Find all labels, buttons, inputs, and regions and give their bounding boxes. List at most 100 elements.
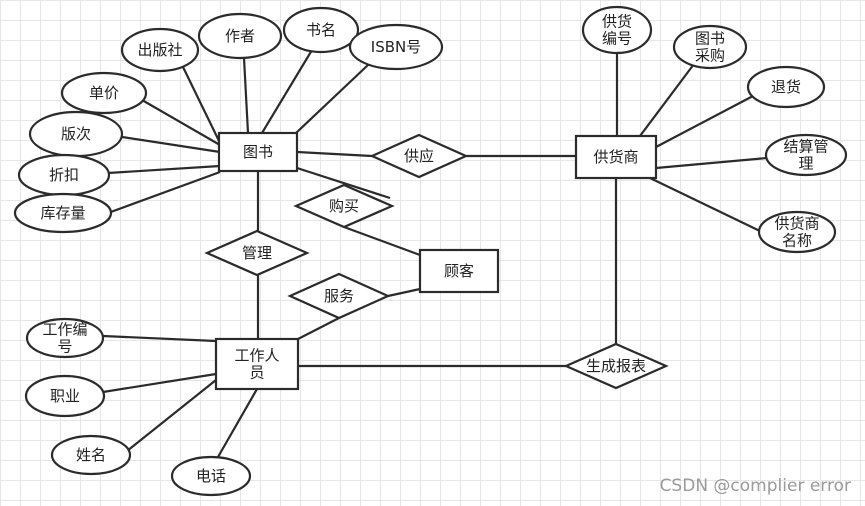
connector-line <box>655 156 768 170</box>
relationship-serve: 服务 <box>287 272 391 320</box>
connector-line <box>107 170 221 215</box>
attribute-supplier-name-label: 名称 <box>782 232 812 250</box>
relationship-serve-label: 服务 <box>324 287 354 305</box>
connector-line <box>387 287 421 298</box>
connector-line <box>655 95 754 148</box>
connector-line <box>649 177 763 233</box>
connector-lines <box>102 49 768 458</box>
attribute-staff-id-shape <box>25 317 105 359</box>
attribute-discount: 折扣 <box>17 153 111 197</box>
connector-line <box>296 166 391 200</box>
entity-supplier-label: 供货商 <box>593 148 638 166</box>
connector-line <box>217 388 258 458</box>
connector-line <box>242 57 250 134</box>
relationship-buy: 购买 <box>293 183 395 229</box>
connector-line <box>141 99 221 146</box>
attribute-phone-shape <box>170 455 252 497</box>
attribute-stock-label: 库存量 <box>40 204 85 222</box>
attribute-purchase-label: 采购 <box>695 47 725 65</box>
attribute-name: 姓名 <box>50 434 132 476</box>
attribute-price: 单价 <box>60 71 148 115</box>
attribute-edition: 版次 <box>28 110 124 158</box>
relationship-manage: 管理 <box>204 229 310 277</box>
attribute-title-shape <box>282 6 360 54</box>
entity-book-shape <box>217 131 299 173</box>
relationship-supply-shape <box>369 133 469 179</box>
attribute-return: 退货 <box>746 65 826 109</box>
attribute-discount-label: 折扣 <box>49 166 79 184</box>
connector-line <box>639 63 695 137</box>
attribute-author-shape <box>197 12 283 60</box>
attribute-staff-id-label: 号 <box>57 338 72 356</box>
entity-customer: 顾客 <box>418 248 500 294</box>
entity-supplier: 供货商 <box>574 134 658 180</box>
attribute-title: 书名 <box>282 6 360 54</box>
attribute-name-shape <box>50 434 132 476</box>
entity-staff-label: 员 <box>249 364 264 382</box>
attribute-publisher-label: 出版社 <box>137 41 182 59</box>
attribute-stock-shape <box>13 192 113 234</box>
attribute-name-label: 姓名 <box>76 446 106 464</box>
relationship-serve-shape <box>287 272 391 320</box>
relationship-report: 生成报表 <box>563 342 669 390</box>
attribute-price-label: 单价 <box>89 84 119 102</box>
entity-supplier-shape <box>574 134 658 180</box>
attribute-settlement-shape <box>764 133 848 177</box>
attribute-supplier-name-shape <box>757 210 837 254</box>
attribute-phone-label: 电话 <box>196 467 226 485</box>
entity-customer-label: 顾客 <box>444 262 474 280</box>
attribute-author-label: 作者 <box>225 27 255 45</box>
connector-line <box>102 334 217 343</box>
relationship-buy-shape <box>293 183 395 229</box>
entity-book: 图书 <box>217 131 299 173</box>
entity-customer-shape <box>418 248 500 294</box>
connector-line <box>261 49 313 134</box>
attribute-supplier-name-label: 供货商 <box>774 215 819 233</box>
attribute-price-shape <box>60 71 148 115</box>
attribute-supply-id-label: 供货 <box>602 13 632 31</box>
attribute-return-label: 退货 <box>771 78 801 96</box>
attribute-isbn: ISBN号 <box>348 23 444 71</box>
connector-line <box>126 379 217 452</box>
connector-line <box>107 164 221 175</box>
watermark: CSDN @complier error <box>659 476 851 496</box>
relationship-report-label: 生成报表 <box>586 357 646 375</box>
entity-staff-shape <box>214 337 300 391</box>
connector-line <box>296 150 373 158</box>
entity-book-label: 图书 <box>243 143 273 161</box>
connector-line <box>343 225 421 257</box>
attribute-supply-id-shape <box>581 5 653 55</box>
attribute-return-shape <box>746 65 826 109</box>
entity-staff-label: 工作人 <box>234 347 279 365</box>
diagram-nodes: 图书供货商顾客工作人员供应购买管理服务生成报表出版社作者书名ISBN号单价版次折… <box>13 5 848 497</box>
relationship-buy-label: 购买 <box>329 197 359 215</box>
attribute-purchase-shape <box>672 24 748 70</box>
attribute-job-shape <box>24 374 106 418</box>
attribute-publisher-shape <box>120 27 200 73</box>
relationship-supply: 供应 <box>369 133 469 179</box>
attribute-job: 职业 <box>24 374 106 418</box>
attribute-settlement-label: 理 <box>798 155 813 173</box>
attribute-phone: 电话 <box>170 455 252 497</box>
connector-line <box>102 372 217 394</box>
relationship-manage-label: 管理 <box>242 244 272 262</box>
connector-line <box>182 66 221 144</box>
attribute-isbn-shape <box>348 23 444 71</box>
attribute-edition-label: 版次 <box>61 125 91 143</box>
attribute-purchase-label: 图书 <box>695 30 725 48</box>
attribute-author: 作者 <box>197 12 283 60</box>
connector-line <box>297 317 340 340</box>
attribute-publisher: 出版社 <box>120 27 200 73</box>
relationship-supply-label: 供应 <box>404 147 434 165</box>
attribute-title-label: 书名 <box>306 21 336 39</box>
attribute-job-label: 职业 <box>50 387 80 405</box>
attribute-settlement-label: 结算管 <box>783 138 828 156</box>
attribute-supply-id-label: 编号 <box>602 30 632 48</box>
relationship-manage-shape <box>204 229 310 277</box>
attribute-stock: 库存量 <box>13 192 113 234</box>
connector-line <box>295 64 369 134</box>
